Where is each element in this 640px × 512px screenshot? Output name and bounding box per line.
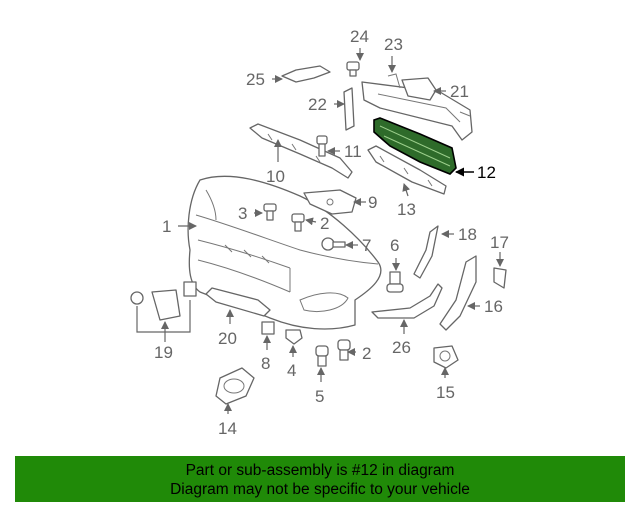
- callout-21: 21: [450, 82, 469, 101]
- bracket-22-part: [343, 87, 355, 131]
- callout-16: 16: [484, 297, 503, 316]
- bracket-17-part: [493, 267, 507, 289]
- callout-24: 24: [350, 27, 369, 46]
- callout-2-lower: 2: [362, 344, 371, 363]
- lower-grille-20-part: [205, 287, 271, 317]
- fog-bezel-14-part: [215, 367, 255, 405]
- clip-5-part: [315, 345, 329, 367]
- bracket-21-part: [401, 77, 437, 101]
- clip-24-part: [346, 61, 360, 77]
- lower-support-13-part: [367, 145, 447, 195]
- strip-18-part: [413, 225, 439, 279]
- callout-19: 19: [154, 343, 173, 362]
- callout-2-upper: 2: [320, 214, 329, 233]
- clip-8-part: [261, 321, 275, 335]
- screw-3-part: [263, 203, 277, 221]
- screw-7-part: [321, 237, 346, 251]
- callout-15: 15: [436, 383, 455, 402]
- bumper-cover-part: [187, 175, 382, 330]
- clip-2-part: [291, 213, 305, 232]
- callout-18: 18: [458, 225, 477, 244]
- info-banner: Part or sub-assembly is #12 in diagram D…: [15, 456, 625, 502]
- clip-2b-part: [337, 339, 351, 361]
- bolt-11-part: [316, 135, 328, 157]
- side-retainer-16-part: [439, 255, 477, 331]
- rod-25-part: [281, 65, 331, 83]
- parts-diagram: 1 2 2 3 4 5 6 7 8 9 10 11 12 13 14 15 16…: [130, 27, 509, 438]
- callout-1: 1: [162, 217, 171, 236]
- callout-11: 11: [344, 142, 362, 161]
- banner-line-part-number: Part or sub-assembly is #12 in diagram: [185, 462, 455, 479]
- callout-10: 10: [266, 167, 285, 186]
- callout-numbers: 1 2 2 3 4 5 6 7 8 9 10 11 12 13 14 15 16…: [154, 27, 509, 438]
- callout-5: 5: [315, 387, 324, 406]
- callout-25: 25: [246, 70, 265, 89]
- callout-13: 13: [397, 200, 416, 219]
- callout-12: 12: [477, 163, 496, 182]
- callout-22: 22: [308, 95, 327, 114]
- callout-6: 6: [390, 236, 399, 255]
- callout-17: 17: [490, 233, 509, 252]
- callout-4: 4: [287, 361, 296, 380]
- lower-molding-26-part: [371, 283, 443, 319]
- bracket-9-part: [303, 189, 357, 215]
- callout-3: 3: [238, 204, 247, 223]
- energy-absorber-12-part-highlighted: [373, 117, 457, 175]
- callout-14: 14: [218, 419, 237, 438]
- callout-26: 26: [392, 338, 411, 357]
- bolt-6-part: [386, 271, 404, 293]
- leader-lines: [136, 48, 504, 414]
- callout-7: 7: [362, 236, 371, 255]
- bracket-19-part: [130, 281, 197, 321]
- fog-lamp-15-part: [433, 345, 459, 369]
- callout-9: 9: [368, 193, 377, 212]
- callout-23: 23: [384, 35, 403, 54]
- clip-4-part: [285, 329, 303, 345]
- callout-8: 8: [261, 354, 270, 373]
- reinforcement-23-part: [361, 73, 473, 141]
- banner-line-disclaimer: Diagram may not be specific to your vehi…: [170, 481, 470, 498]
- callout-20: 20: [218, 329, 237, 348]
